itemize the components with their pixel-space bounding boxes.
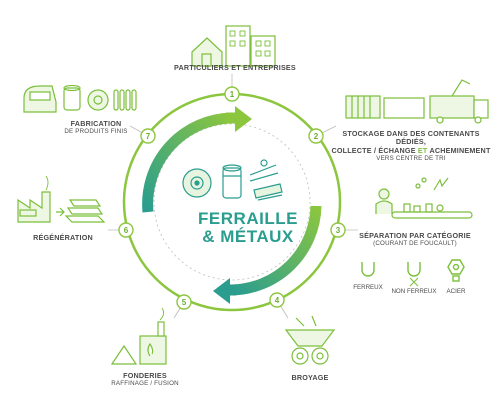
step-5-subtitle: RAFFINAGE / FUSION [111, 380, 179, 388]
ferreux-magnet-icon [361, 262, 375, 277]
step-1-title: PARTICULIERS ET ENTREPRISES [174, 63, 296, 72]
step-badge-6: 6 [118, 222, 134, 238]
step-badge-2: 2 [308, 128, 324, 144]
inner-dashed-ring [153, 123, 311, 281]
step-badge-7: 7 [140, 128, 156, 144]
step-2-title-et: ET [417, 145, 428, 155]
foundry-furnace-icon [110, 307, 167, 365]
svg-text:4: 4 [275, 296, 280, 305]
svg-text:7: 7 [146, 132, 151, 141]
shredder-gears-icon [284, 315, 336, 365]
containers-truck-icon [345, 79, 489, 124]
svg-text:3: 3 [336, 226, 341, 235]
step-5-title: FONDERIES [123, 371, 167, 380]
step-2-subtitle: VERS CENTRE DE TRI [376, 154, 446, 162]
svg-text:5: 5 [182, 298, 187, 307]
step-6-label: RÉGÉNÉRATION [18, 233, 108, 242]
factory-ingots-icon [17, 175, 106, 223]
houses-buildings-icon [191, 25, 276, 67]
step-7-title: FABRICATION [70, 119, 122, 128]
upper-cycle-arrow [142, 112, 233, 213]
svg-text:1: 1 [230, 90, 235, 99]
step-2-title-line1: STOCKAGE DANS DES CONTENANTS DÉDIÉS, [342, 129, 480, 147]
category-acier: ACIER [446, 288, 466, 295]
step-4-label: BROYAGE [270, 373, 350, 382]
center-title: FERRAILLE & MÉTAUX [178, 210, 318, 246]
step-2-title-part1: COLLECTE / ÉCHANGE [331, 145, 416, 155]
center-title-line1: FERRAILLE [198, 209, 298, 228]
non-ferreux-magnet-icon [407, 262, 421, 287]
step-1-label: PARTICULIERS ET ENTREPRISES [150, 63, 320, 72]
step-badge-4: 4 [269, 292, 285, 308]
step-badge-5: 5 [176, 294, 192, 310]
step-7-subtitle: DE PRODUITS FINIS [64, 128, 128, 136]
step-7-label: FABRICATION DE PRODUITS FINIS [44, 119, 148, 136]
step-2-title-part2: ACHEMINEMENT [429, 145, 491, 155]
lower-cycle-arrow [231, 205, 322, 296]
step-6-title: RÉGÉNÉRATION [33, 233, 93, 242]
lower-arrowhead-icon [213, 278, 230, 304]
outer-ring [122, 92, 342, 312]
scrap-metal-icon [182, 159, 283, 201]
upper-arrowhead-icon [235, 106, 252, 132]
step-3-title: SÉPARATION PAR CATÉGORIE [359, 231, 471, 240]
step-3-label: SÉPARATION PAR CATÉGORIE (COURANT DE FOU… [352, 231, 478, 248]
acier-nut-icon [447, 259, 465, 282]
svg-text:6: 6 [124, 226, 129, 235]
step-badge-1: 1 [224, 86, 240, 102]
category-ferreux: FERREUX [353, 284, 383, 291]
step-4-title: BROYAGE [291, 373, 329, 382]
step-5-label: FONDERIES RAFFINAGE / FUSION [90, 371, 200, 388]
finished-products-icon [23, 84, 137, 113]
sorting-conveyor-icon [375, 177, 473, 219]
step-3-subtitle: (COURANT DE FOUCAULT) [373, 240, 457, 248]
step-badge-3: 3 [330, 222, 346, 238]
category-non-ferreux: NON FERREUX [391, 288, 437, 295]
svg-text:2: 2 [314, 132, 319, 141]
center-title-line2: & MÉTAUX [202, 226, 294, 246]
step-2-title-line2: COLLECTE / ÉCHANGE ET ACHEMINEMENT [330, 145, 492, 155]
step-2-label: STOCKAGE DANS DES CONTENANTS DÉDIÉS, COL… [330, 129, 492, 162]
